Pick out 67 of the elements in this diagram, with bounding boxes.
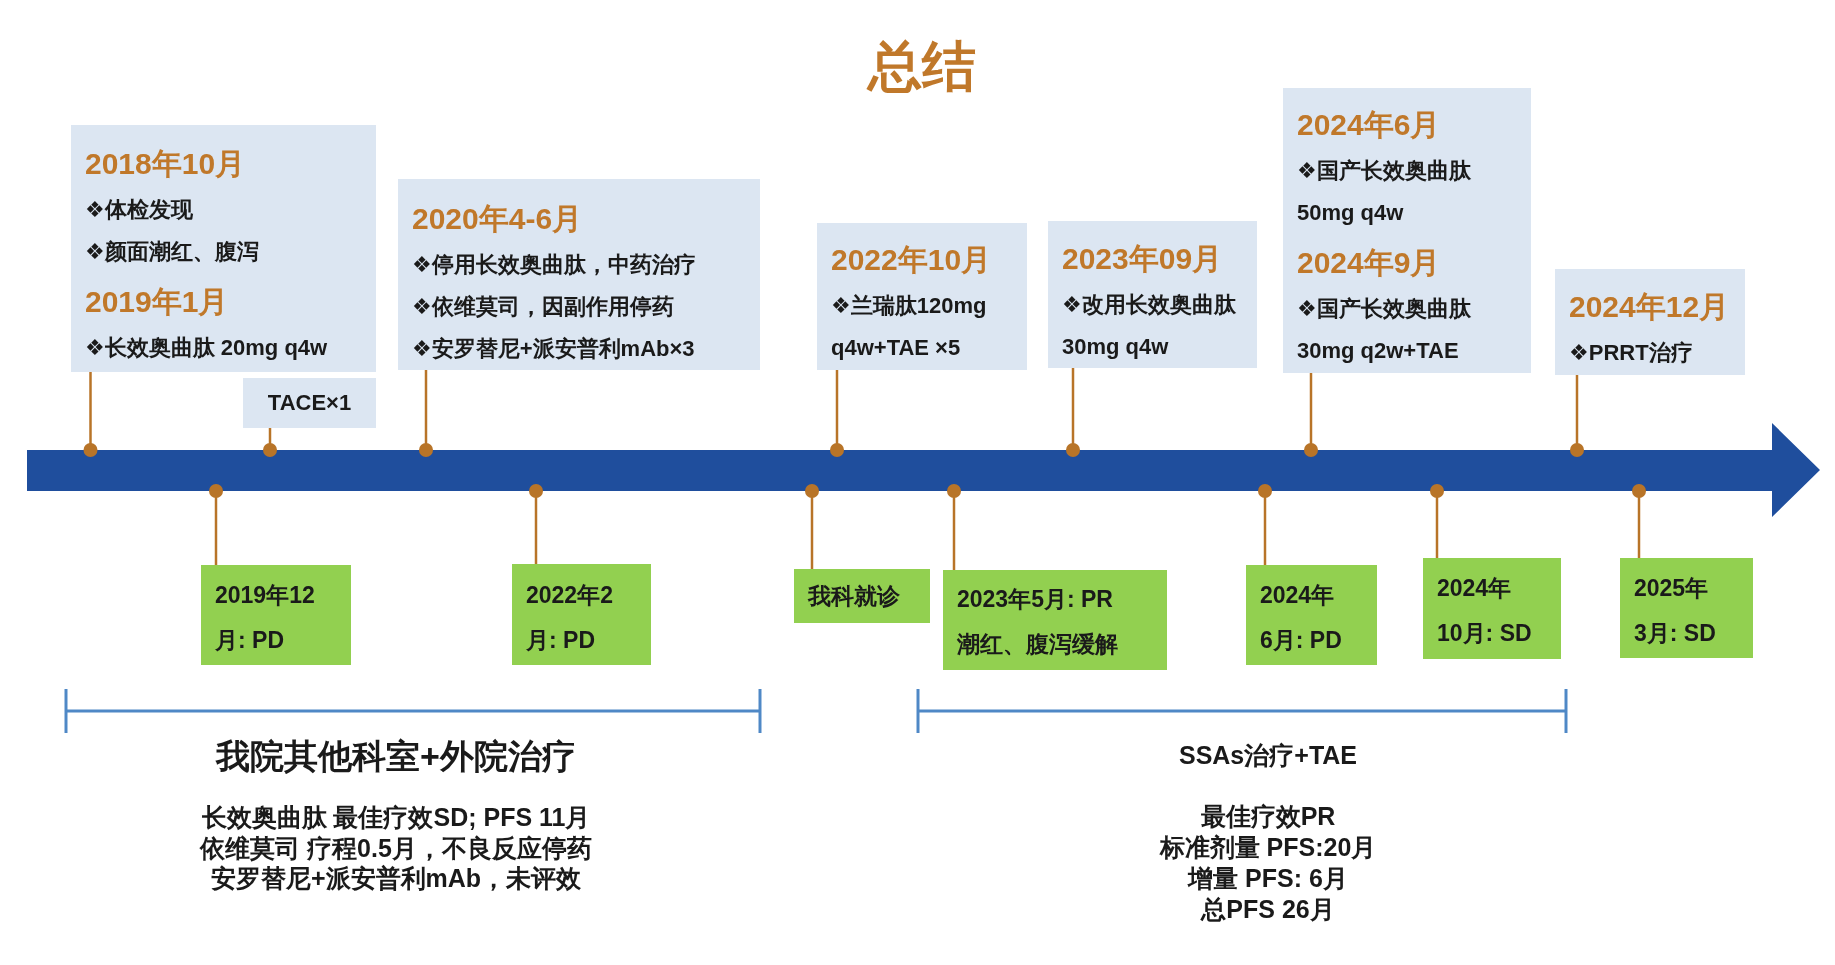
section-heading: 我院其他科室+外院治疗 — [216, 735, 576, 777]
event-text: ❖PRRT治疗 — [1569, 339, 1693, 367]
date-heading: 2024年12月 — [1569, 289, 1730, 325]
event-text: ❖长效奥曲肽 20mg q4w — [85, 334, 328, 362]
outcome-card — [943, 570, 1167, 670]
event-text: TACE×1 — [267, 389, 352, 417]
leader-line — [209, 484, 223, 565]
event-text: ❖颜面潮红、腹泻 — [85, 238, 259, 266]
leader-line — [1258, 484, 1272, 565]
leader-line — [83, 372, 98, 457]
leader-line — [1430, 484, 1444, 558]
date-heading: 2023年09月 — [1062, 241, 1223, 277]
outcome-text: 2024年10月: SD — [1437, 574, 1533, 648]
event-text: ❖改用长效奥曲肽 30mg q4w — [1062, 291, 1237, 361]
event-text: ❖安罗替尼+派安普利mAb×3 — [412, 335, 695, 363]
outcome-card — [512, 564, 651, 665]
event-card — [398, 179, 760, 370]
event-text: ❖国产长效奥曲肽 50mg q4w — [1297, 157, 1472, 227]
event-text: ❖停用长效奥曲肽，中药治疗 — [412, 251, 696, 279]
date-heading: 2018年10月 — [85, 146, 246, 182]
date-heading: 2019年1月 — [85, 284, 229, 320]
leader-line — [529, 484, 543, 564]
event-text: ❖国产长效奥曲肽 30mg q2w+TAE — [1297, 295, 1472, 365]
date-heading: 2024年6月 — [1297, 107, 1441, 143]
outcome-text: 2019年12月: PD — [215, 581, 316, 655]
leader-line — [947, 484, 961, 570]
title: 总结 — [868, 34, 976, 98]
outcome-text: 2022年2月: PD — [526, 581, 614, 655]
leader-line — [830, 370, 844, 457]
summary-line: 最佳疗效PR — [1200, 801, 1336, 831]
leader-line — [263, 428, 277, 457]
event-card — [817, 223, 1027, 370]
leader-line — [419, 370, 433, 457]
summary-line: 标准剂量 PFS:20月 — [1159, 832, 1377, 862]
leader-line — [1632, 484, 1646, 558]
date-heading: 2022年10月 — [831, 242, 992, 278]
date-heading: 2024年9月 — [1297, 245, 1441, 281]
event-card — [1283, 88, 1531, 373]
timeline — [27, 423, 1820, 517]
outcome-text: 潮红、腹泻缓解 — [957, 630, 1118, 659]
event-text: ❖兰瑞肽120mg q4w+TAE ×5 — [831, 292, 988, 362]
summary-line: 增量 PFS: 6月 — [1188, 863, 1348, 893]
outcome-card — [794, 569, 930, 623]
date-heading: 2020年4-6月 — [412, 201, 583, 237]
section-heading: SSAs治疗+TAE — [1178, 740, 1358, 770]
outcome-text: 我科就诊 — [808, 581, 900, 611]
event-card — [243, 378, 376, 428]
summary-line: 依维莫司 疗程0.5月，不良反应停药 — [200, 833, 592, 863]
outcome-card — [201, 565, 351, 665]
event-card — [1048, 221, 1257, 368]
leader-line — [1066, 368, 1080, 457]
summary-line: 长效奥曲肽 最佳疗效SD; PFS 11月 — [201, 802, 591, 832]
summary-line: 安罗替尼+派安普利mAb，未评效 — [210, 863, 582, 893]
leader-line — [1570, 375, 1584, 457]
outcome-card — [1620, 558, 1753, 658]
outcome-text: 2025年3月: SD — [1634, 574, 1717, 648]
event-card — [71, 125, 376, 372]
event-text: ❖依维莫司，因副作用停药 — [412, 293, 674, 321]
leader-line — [805, 484, 819, 569]
outcome-text: 2024年6月: PD — [1260, 581, 1343, 655]
outcome-text: 2023年5月: PR — [957, 585, 1113, 614]
outcome-card — [1423, 558, 1561, 659]
leader-line — [1304, 373, 1318, 457]
event-card — [1555, 269, 1745, 375]
outcome-card — [1246, 565, 1377, 665]
summary-line: 总PFS 26月 — [1201, 894, 1335, 924]
event-text: ❖体检发现 — [85, 196, 193, 224]
